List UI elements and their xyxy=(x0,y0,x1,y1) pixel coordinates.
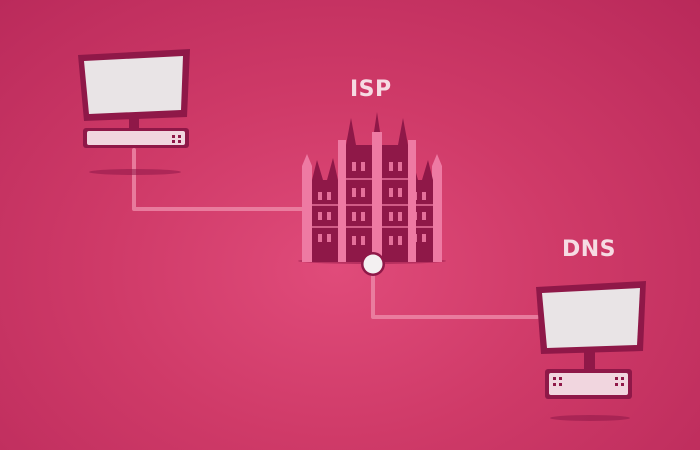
dns-server-icon xyxy=(536,281,646,421)
isp-label: ISP xyxy=(350,77,392,102)
connection-node-icon xyxy=(361,252,385,276)
isp-building-icon xyxy=(298,112,446,264)
dns-label: DNS xyxy=(562,237,617,262)
wire-isp-to-dns xyxy=(371,274,539,319)
wire-client-to-isp xyxy=(132,148,307,211)
client-computer-icon xyxy=(78,49,190,175)
